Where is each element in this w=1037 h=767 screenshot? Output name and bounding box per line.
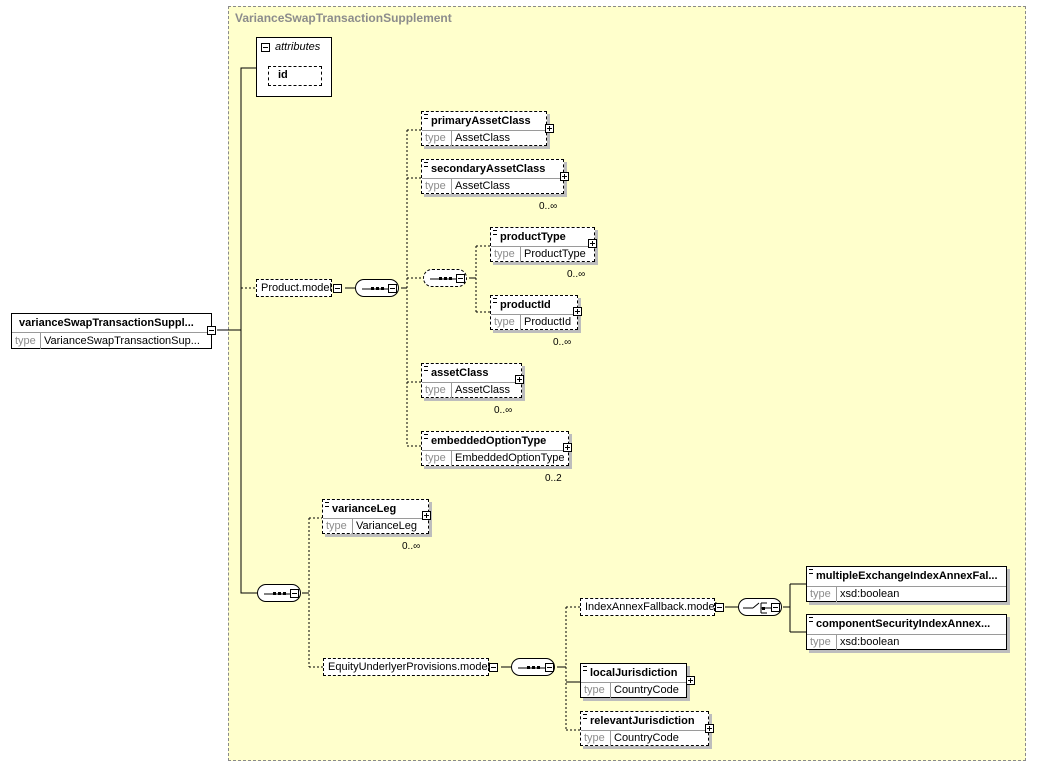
element-name: productType (500, 231, 566, 243)
element-primary-asset-class[interactable]: primaryAssetClass type AssetClass (421, 111, 547, 146)
root-element[interactable]: varianceSwapTransactionSuppl... type Var… (11, 313, 212, 349)
element-asset-class[interactable]: assetClass type AssetClass (421, 363, 522, 398)
wire-attributes (217, 67, 256, 331)
type-label: type (810, 588, 831, 600)
expand-toggle[interactable] (560, 172, 569, 181)
element-name: multipleExchangeIndexAnnexFal... (816, 570, 998, 582)
attribute-id[interactable]: id (268, 66, 322, 86)
type-value: AssetClass (455, 384, 511, 396)
type-label: type (425, 452, 446, 464)
element-name: relevantJurisdiction (590, 715, 695, 727)
type-label: type (425, 180, 446, 192)
element-product-id[interactable]: productId type ProductId (490, 295, 578, 330)
cardinality: 0..∞ (494, 405, 513, 416)
element-name: localJurisdiction (590, 667, 678, 679)
type-value: CountryCode (614, 684, 679, 696)
element-relevant-jurisdiction[interactable]: relevantJurisdiction type CountryCode (580, 711, 709, 746)
element-multiple-exchange-index-annex-fallback[interactable]: multipleExchangeIndexAnnexFal... type xs… (806, 566, 1007, 602)
type-value: EmbeddedOptionType (455, 452, 565, 464)
cardinality: 0..2 (545, 473, 562, 484)
expand-toggle[interactable] (515, 375, 524, 384)
product-model-group[interactable]: Product.model (256, 279, 332, 297)
cardinality: 0..∞ (402, 541, 421, 552)
equity-sequence-compositor (511, 658, 555, 676)
product-model-toggle[interactable] (333, 284, 342, 293)
sequence-toggle[interactable] (290, 589, 299, 598)
attributes-label: attributes (275, 41, 321, 53)
type-label: type (425, 384, 446, 396)
element-name: embeddedOptionType (431, 435, 547, 447)
element-product-type[interactable]: productType type ProductType (490, 227, 595, 262)
type-value: xsd:boolean (840, 636, 900, 648)
type-value: ProductId (524, 316, 572, 328)
expand-toggle[interactable] (563, 443, 572, 452)
sequence-toggle[interactable] (456, 274, 465, 283)
type-label: type (810, 636, 831, 648)
expand-toggle[interactable] (545, 124, 554, 133)
expand-toggle[interactable] (422, 511, 431, 520)
type-label: type (326, 520, 347, 532)
type-label: type (494, 248, 515, 260)
element-component-security-index-annex-fallback[interactable]: componentSecurityIndexAnnex... type xsd:… (806, 614, 1007, 650)
element-name: varianceSwapTransactionSuppl... (19, 317, 194, 329)
element-name: varianceLeg (332, 503, 397, 515)
index-annex-model-toggle[interactable] (715, 603, 724, 612)
expand-toggle[interactable] (588, 239, 597, 248)
type-label: type (584, 684, 605, 696)
type-value: VarianceLeg (356, 520, 417, 532)
element-local-jurisdiction[interactable]: localJurisdiction type CountryCode (580, 663, 687, 698)
element-secondary-asset-class[interactable]: secondaryAssetClass type AssetClass (421, 159, 564, 194)
type-value: ProductType (524, 248, 586, 260)
group-title: VarianceSwapTransactionSupplement (235, 11, 452, 25)
element-variance-leg[interactable]: varianceLeg type VarianceLeg (322, 499, 429, 534)
expand-toggle[interactable] (573, 307, 582, 316)
type-value: AssetClass (455, 132, 511, 144)
choice-toggle[interactable] (771, 603, 780, 612)
element-name: productId (500, 299, 551, 311)
type-value: VarianceSwapTransactionSup... (44, 335, 200, 347)
expand-toggle[interactable] (705, 724, 714, 733)
type-label: type (494, 316, 515, 328)
element-name: primaryAssetClass (431, 115, 531, 127)
type-label: type (15, 335, 36, 347)
collapse-toggle[interactable] (207, 326, 216, 335)
type-label: type (584, 732, 605, 744)
type-value: CountryCode (614, 732, 679, 744)
sequence-toggle[interactable] (545, 663, 554, 672)
type-value: AssetClass (455, 180, 511, 192)
element-name: assetClass (431, 367, 489, 379)
element-name: secondaryAssetClass (431, 163, 546, 175)
equity-underlyer-provisions-group[interactable]: EquityUnderlyerProvisions.model (323, 658, 490, 676)
cardinality: 0..∞ (567, 269, 586, 280)
element-embedded-option-type[interactable]: embeddedOptionType type EmbeddedOptionTy… (421, 431, 569, 466)
expand-toggle[interactable] (686, 676, 695, 685)
index-annex-fallback-group[interactable]: IndexAnnexFallback.model (580, 598, 717, 616)
type-label: type (425, 132, 446, 144)
wire-root-seq (240, 330, 257, 594)
equity-model-toggle[interactable] (489, 663, 498, 672)
sequence-toggle[interactable] (388, 284, 397, 293)
element-name: componentSecurityIndexAnnex... (816, 618, 991, 630)
type-value: xsd:boolean (840, 588, 900, 600)
attributes-collapse-toggle[interactable] (261, 43, 270, 52)
cardinality: 0..∞ (539, 201, 558, 212)
cardinality: 0..∞ (553, 337, 572, 348)
